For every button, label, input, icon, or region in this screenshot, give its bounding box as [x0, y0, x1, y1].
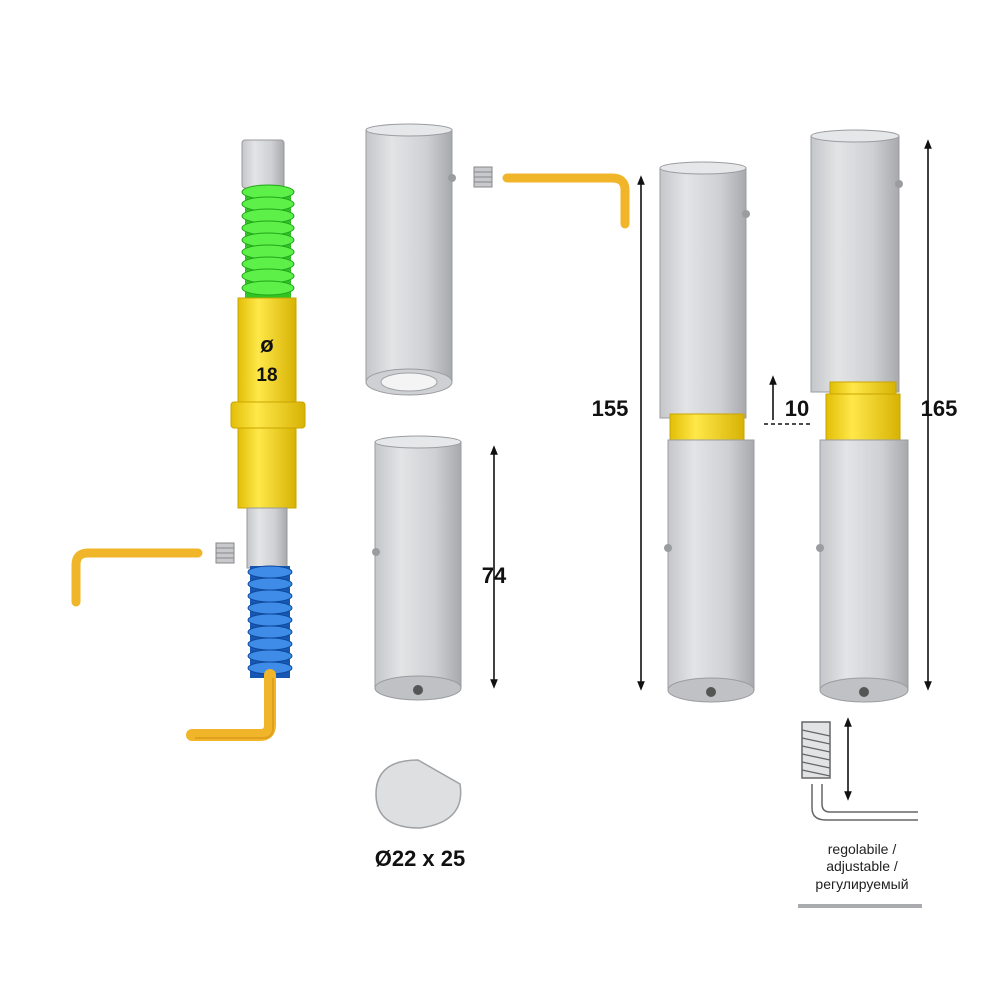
offset-10-label: 10 — [785, 396, 809, 421]
pin-diameter-value: 18 — [256, 365, 277, 386]
pin-assembly: ø 18 — [186, 139, 306, 741]
hex-key-icon — [186, 669, 276, 741]
height-165-label: 165 — [921, 396, 958, 421]
pin-diameter-symbol: ø — [260, 332, 274, 357]
adjustable-note-ru: регулируемый — [815, 876, 908, 892]
adjustable-legend: regolabile / adjustable / регулируемый — [798, 717, 922, 908]
adjustable-note-en: adjustable / — [826, 858, 898, 874]
assembled-hinge-165 — [810, 129, 909, 703]
spring-icon — [247, 565, 293, 678]
height-155-label: 155 — [592, 396, 629, 421]
profile-size-label: Ø22 x 25 — [375, 846, 466, 871]
lower-leaf-exploded — [372, 435, 462, 701]
pin-top-cap — [241, 139, 285, 189]
assembled-hinge-155 — [659, 161, 755, 703]
spring-icon — [241, 184, 295, 300]
upper-leaf-exploded — [365, 123, 456, 396]
profile-cross-section — [375, 759, 462, 829]
pin-body-lower — [237, 427, 297, 509]
adjustable-note-it: regolabile / — [828, 841, 897, 857]
pin-body-upper — [237, 297, 297, 403]
pin-collar — [230, 401, 306, 429]
pin-shaft — [246, 507, 288, 569]
hex-key-icon — [811, 784, 918, 821]
hex-key-icon — [71, 548, 203, 607]
height-74-label: 74 — [482, 563, 507, 588]
hex-key-icon — [502, 173, 630, 229]
